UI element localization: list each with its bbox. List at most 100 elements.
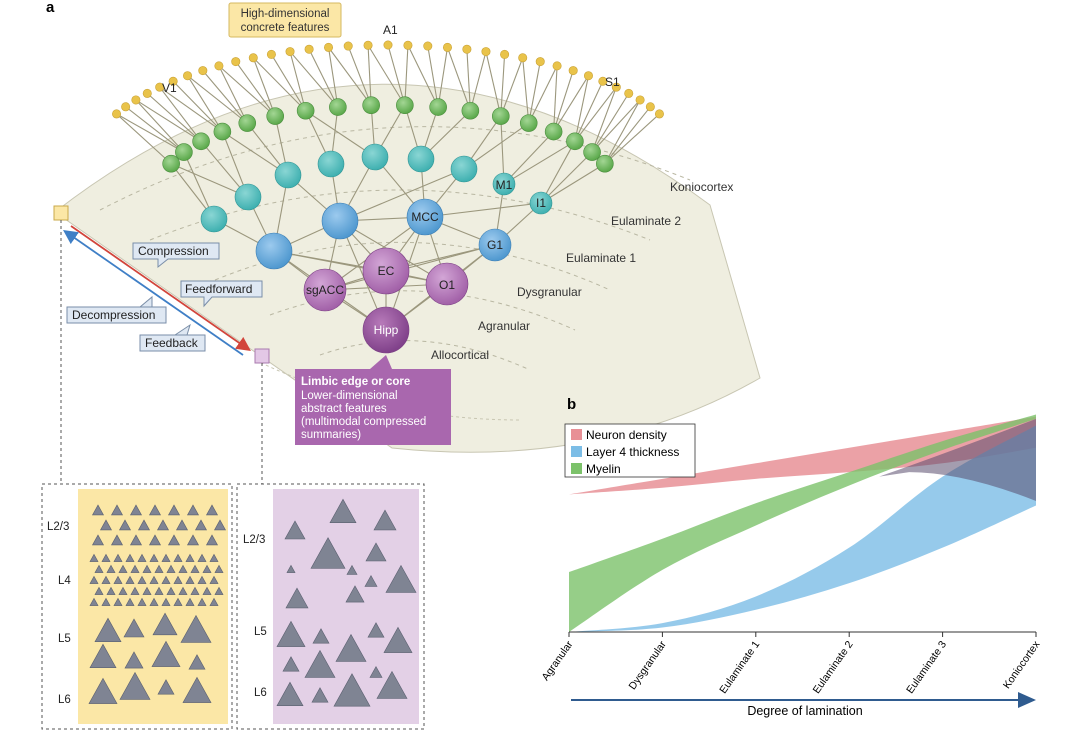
zone-agranular: Agranular — [478, 319, 530, 333]
unimodal-node — [491, 107, 510, 125]
neuron-triangle — [214, 586, 224, 595]
neuron-triangle — [142, 564, 152, 573]
sensory-node — [583, 71, 593, 81]
sensory-node — [142, 88, 152, 98]
node-label-sgacc: sgACC — [306, 283, 344, 297]
neuron-triangle — [190, 586, 200, 595]
neuron-triangle — [156, 519, 170, 531]
neuron-triangle — [175, 519, 189, 531]
sensory-node — [568, 66, 578, 76]
unimodal-node — [192, 132, 210, 151]
neuron-triangle — [173, 553, 183, 562]
neuron-triangle — [125, 597, 135, 606]
layer-label-l5-a: L5 — [58, 633, 71, 645]
neuron-triangle — [113, 597, 123, 606]
neuron-triangle — [166, 564, 176, 573]
feedback-label: Feedback — [145, 336, 199, 350]
unimodal-node — [519, 114, 538, 132]
panel-b-label: b — [567, 396, 576, 413]
neuron-triangle — [178, 564, 188, 573]
sensory-node — [183, 71, 193, 81]
neuron-triangle — [276, 620, 306, 647]
association-node — [361, 143, 389, 171]
association-node — [234, 183, 262, 211]
neuron-triangle — [94, 586, 104, 595]
neuron-triangle — [89, 643, 117, 668]
x-tick-label: Eulaminate 2 — [811, 639, 856, 696]
unimodal-node — [583, 143, 601, 161]
association-node — [200, 205, 228, 233]
neuron-triangle — [152, 612, 178, 636]
node-label-mcc: MCC — [411, 210, 439, 224]
neuron-triangle — [124, 651, 144, 669]
neuron-triangle — [385, 564, 417, 593]
zone-allocortical: Allocortical — [431, 348, 489, 362]
legend-myelin: Myelin — [586, 462, 621, 476]
association-node — [529, 191, 553, 215]
neuron-triangle — [118, 564, 128, 573]
zone-eulaminate2: Eulaminate 2 — [611, 214, 681, 228]
association-node — [407, 145, 435, 173]
limbic-node — [425, 262, 469, 306]
neuron-triangle — [180, 614, 212, 643]
neuron-triangle — [285, 587, 309, 609]
chart-legend: Neuron density Layer 4 thickness Myelin — [564, 423, 696, 478]
neuron-triangle — [186, 504, 200, 516]
sensory-node — [363, 40, 373, 50]
node-label-ec: EC — [378, 264, 395, 278]
neuron-triangle — [94, 564, 104, 573]
neuron-triangle — [197, 597, 207, 606]
neuron-triangle — [178, 586, 188, 595]
unimodal-node — [162, 154, 180, 173]
sensory-node — [304, 44, 314, 54]
neuron-triangle — [161, 597, 171, 606]
neuron-triangle — [205, 534, 219, 546]
neuron-triangles — [88, 498, 417, 707]
neuron-triangle — [161, 553, 171, 562]
association-node — [274, 161, 302, 189]
sensory-node — [266, 49, 276, 59]
sensory-node — [552, 61, 562, 71]
legend-neuron-density: Neuron density — [586, 428, 667, 442]
neuron-triangle — [89, 553, 99, 562]
neuron-triangle — [335, 633, 367, 662]
neuron-triangle — [157, 679, 175, 695]
x-tick-label: Koniocortex — [1001, 638, 1043, 691]
node-label-g1: G1 — [487, 238, 503, 252]
heteromodal-node — [255, 232, 293, 270]
neuron-triangle — [110, 534, 124, 546]
feedback-arrow — [63, 229, 244, 356]
sensory-node — [248, 53, 258, 63]
neuron-triangle — [364, 574, 378, 587]
sensory-node — [112, 109, 122, 119]
neuron-triangle — [310, 537, 346, 569]
series-band-layer-4-thickness — [569, 425, 1036, 632]
area-label-v1: V1 — [162, 81, 177, 95]
feedforward-arrow — [70, 225, 251, 352]
x-tick-label: Agranular — [540, 638, 576, 683]
association-node — [492, 172, 516, 196]
node-label-i1: I1 — [536, 196, 546, 210]
unimodal-node — [175, 143, 193, 161]
legend-swatch-neuron-density — [571, 429, 582, 440]
neuron-triangle — [186, 534, 200, 546]
sensory-node — [611, 82, 621, 92]
limbic-node — [362, 306, 410, 354]
panel-a-label: a — [46, 0, 55, 16]
neuron-triangle — [88, 677, 118, 704]
neuron-triangle — [188, 654, 206, 670]
association-node — [450, 155, 478, 183]
neuron-triangle — [130, 564, 140, 573]
neuron-triangle — [173, 597, 183, 606]
unimodal-node — [429, 98, 447, 116]
limbic-box — [295, 369, 451, 445]
sensory-node — [131, 95, 141, 105]
neuron-triangle — [161, 575, 171, 584]
neuron-triangle — [99, 519, 113, 531]
neuron-triangle — [284, 520, 306, 540]
neuron-triangle — [94, 617, 122, 642]
unimodal-node — [266, 107, 285, 125]
neuron-triangle — [129, 534, 143, 546]
neuron-triangle — [149, 597, 159, 606]
